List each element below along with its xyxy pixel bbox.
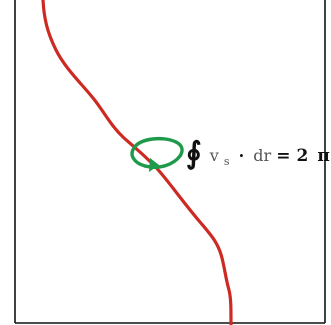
- vortex-line: [41, 0, 233, 325]
- pi-symbol: π: [317, 146, 329, 166]
- frame-border: [14, 0, 326, 324]
- circulation-equation: ∮ v s · dr = 2 π ℏ / m: [186, 136, 331, 171]
- dot-operator: ·: [239, 146, 245, 165]
- equals-two: = 2: [276, 146, 308, 166]
- differential: dr: [253, 146, 271, 165]
- contour-integral-symbol: ∮: [186, 136, 202, 171]
- velocity-symbol: v: [209, 146, 219, 165]
- velocity-subscript: s: [224, 155, 230, 168]
- circulation-arrow-icon: [130, 136, 184, 172]
